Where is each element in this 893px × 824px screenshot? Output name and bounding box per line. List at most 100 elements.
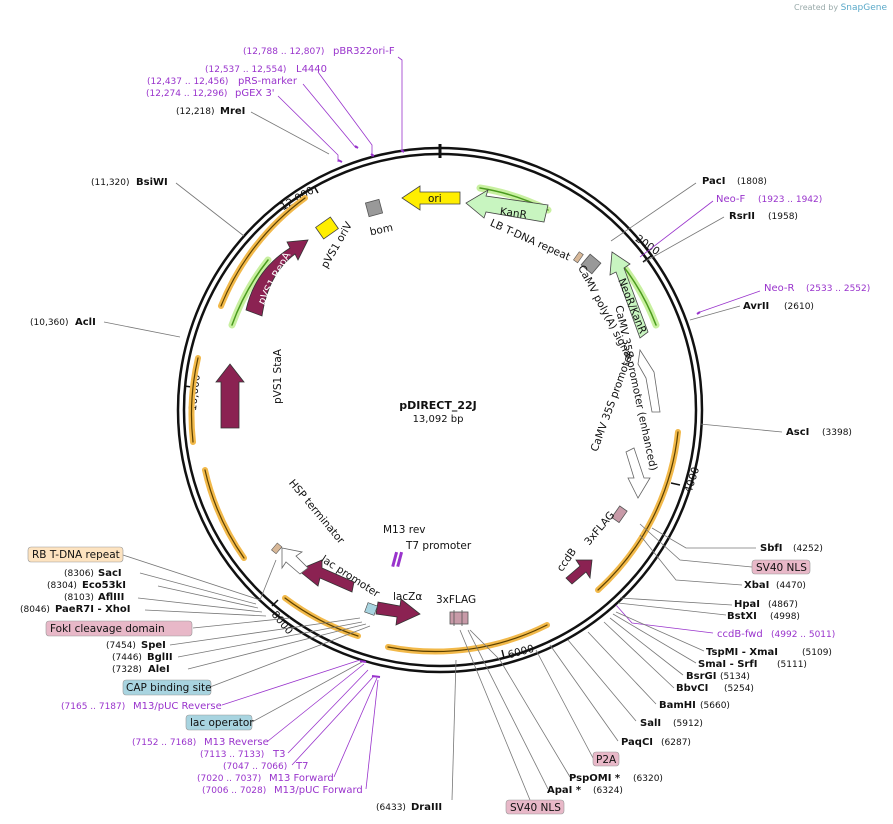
leader-paci — [610, 182, 697, 242]
orange-arc-2-line — [190, 357, 199, 443]
leader-paqci — [549, 644, 619, 742]
coord-paci: (1808) — [737, 177, 767, 187]
label-ccdb-fwd: ccdB-fwd — [717, 629, 763, 640]
camv-35s-arrow — [625, 447, 651, 499]
coord-m13puc-fwd: (7006 .. 7028) — [202, 786, 266, 796]
label-neo-r: Neo-R — [764, 283, 795, 294]
label-saci: SacI — [98, 568, 122, 579]
feature-label-laczalpha: lacZα — [393, 591, 422, 603]
tick-6000 — [501, 649, 505, 659]
box-sv40-nls-bottom — [505, 799, 565, 815]
camv-polya-box — [580, 253, 602, 275]
label-xbai: XbaI — [744, 580, 769, 591]
label-bstxi: BstXI — [727, 611, 757, 622]
feature-label-lb-tdna: LB T-DNA repeat — [488, 217, 572, 263]
leader-bsrgi — [609, 617, 684, 676]
feature-label-hsp-terminator: HSP terminator — [286, 477, 347, 547]
leader-p2a — [535, 649, 594, 759]
leader-mrei — [250, 111, 330, 155]
leader-bbvci — [603, 621, 675, 689]
coord-t3: (7113 .. 7133) — [200, 750, 264, 760]
label-lac-operator: lac operator — [190, 717, 254, 729]
label-eco53ki: Eco53kI — [82, 580, 126, 591]
label-paci: PacI — [702, 176, 725, 187]
coord-acli: (10,360) — [30, 318, 69, 328]
leader-smai — [612, 613, 697, 664]
tick-label-8000: 8000 — [269, 609, 295, 637]
leader-xbai — [639, 534, 743, 586]
coord-mrei: (12,218) — [176, 107, 215, 117]
coord-neo-r: (2533 .. 2552) — [806, 284, 870, 294]
coord-pbr322ori-f: (12,788 .. 12,807) — [243, 47, 324, 57]
leader-paer7i — [144, 609, 267, 617]
leader-acli — [103, 321, 181, 338]
coord-smai: (5111) — [777, 660, 807, 670]
center-label: pDIRECT_22J 13,092 bp — [399, 399, 477, 425]
label-cap: CAP binding site — [126, 682, 212, 694]
feature-label-bom: bom — [369, 222, 394, 239]
orange-arc-3-line — [204, 469, 245, 559]
leader-rsrii — [643, 216, 725, 263]
coord-bbvci: (5254) — [724, 684, 754, 694]
coord-paer7i: (8046) — [20, 605, 50, 615]
orange-arc-4-line — [284, 597, 359, 637]
primer-tick-prs — [354, 145, 359, 149]
leader-eco53ki — [157, 585, 259, 609]
label-alei: AleI — [148, 664, 170, 675]
pvs1-oriv-box — [315, 216, 339, 240]
leader-hpai — [619, 597, 733, 606]
coord-pgex3: (12,274 .. 12,296) — [146, 89, 227, 99]
label-prs-marker: pRS-marker — [238, 76, 298, 87]
leader-bstxi — [617, 602, 727, 616]
label-asci: AscI — [786, 427, 809, 438]
leader-sali — [567, 639, 637, 722]
leader-draiii — [451, 659, 457, 801]
label-m13puc-rev: M13/pUC Reverse — [133, 701, 222, 712]
primer-tick-m13rev — [359, 660, 367, 663]
ccdb-arrow — [565, 559, 593, 585]
leader-sv40-nls-right — [639, 523, 753, 568]
orange-arc-5-line — [387, 624, 548, 653]
feature-label-t7-promoter: T7 promoter — [405, 540, 472, 552]
leader-cap — [209, 625, 371, 688]
leader-m13-reverse — [267, 663, 365, 742]
coord-sali: (5912) — [673, 719, 703, 729]
label-bglii: BglII — [147, 652, 173, 663]
label-bsiwi: BsiWI — [136, 177, 168, 188]
label-l4440: L4440 — [296, 64, 327, 75]
label-bamhi: BamHI — [659, 700, 696, 711]
leader-bsiwi — [175, 182, 245, 237]
label-mrei: MreI — [220, 106, 245, 117]
bom-box — [364, 198, 384, 218]
label-bbvci: BbvCI — [676, 683, 708, 694]
label-avrii: AvrII — [743, 301, 769, 312]
coord-paqci: (6287) — [661, 738, 691, 748]
coord-afliii: (8103) — [64, 593, 94, 603]
label-pbr322ori-f: pBR322ori-F — [333, 46, 395, 57]
hsp-terminator-arrow — [281, 547, 309, 575]
tick-2000 — [642, 255, 652, 263]
label-paqci: PaqCI — [621, 737, 653, 748]
3xflag-right-box — [611, 505, 628, 524]
label-t3: T3 — [272, 749, 285, 760]
coord-m13puc-rev: (7165 .. 7187) — [61, 702, 125, 712]
box-lac-operator — [185, 714, 253, 731]
leader-t7 — [291, 675, 375, 766]
leader-sbfi — [651, 527, 756, 549]
leader-apai — [467, 629, 549, 790]
leader-prs-marker — [302, 83, 357, 149]
label-paer7i: PaeR7I - XhoI — [55, 604, 131, 615]
feature-label-camv-35s: CaMV 35S promoter — [589, 349, 637, 453]
label-foki: FokI cleavage domain — [50, 623, 165, 635]
box-rb-tdna — [27, 546, 124, 563]
lac-promoter-arrow — [297, 559, 355, 593]
orange-arc-1-line — [220, 197, 306, 307]
tick-4000 — [670, 482, 681, 486]
kanr-arrow — [465, 189, 549, 223]
backbone — [176, 144, 704, 674]
box-sv40-nls-right — [751, 559, 811, 575]
feature-label-pvs1-staa: pVS1 StaA — [272, 348, 284, 404]
primer-tick-pgex — [337, 159, 343, 163]
m13-rev-mark — [391, 551, 399, 568]
